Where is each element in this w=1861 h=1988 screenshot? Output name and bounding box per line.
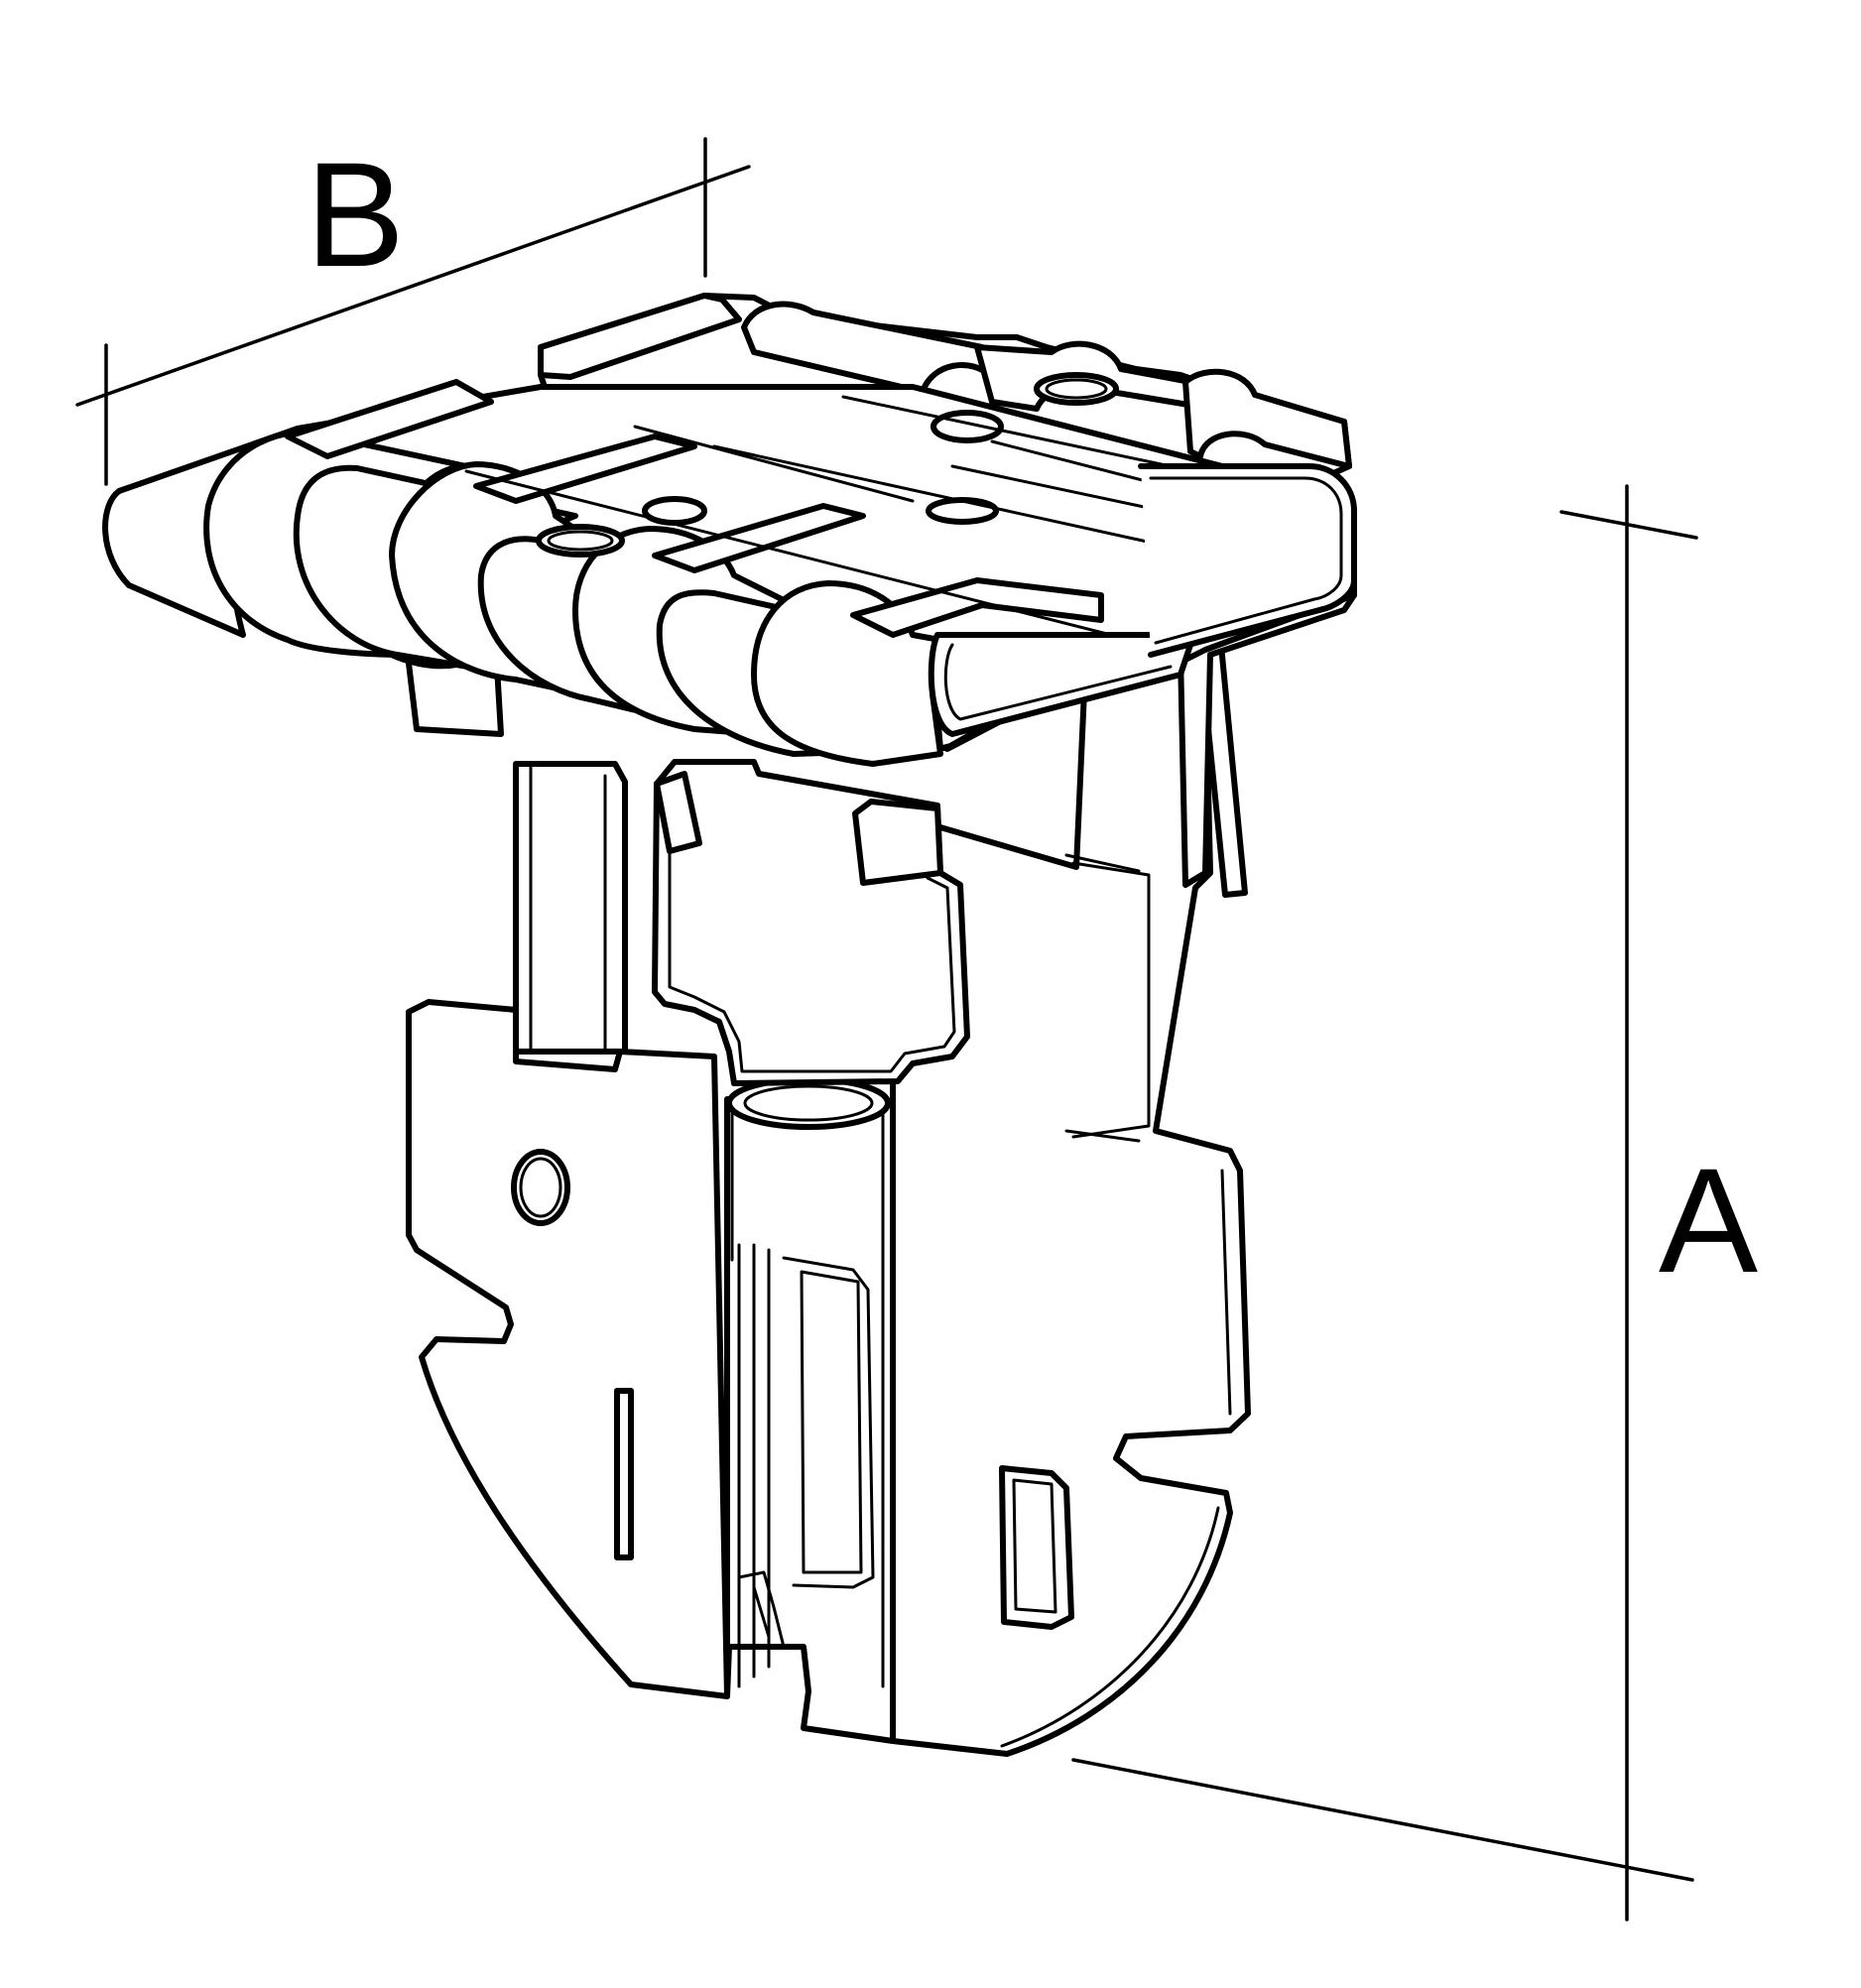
bracket-right-notch [1071,861,1151,1139]
bracket-left-slot [614,1388,634,1560]
strap-front-top-plate-2 [473,434,697,504]
bracket-right-slot [999,1465,1074,1630]
strap-front-top-plate-4 [850,577,1104,638]
dimension-b-label: B [306,131,405,298]
strap-back-plate-4 [1182,368,1352,469]
bracket-left-column [513,761,628,1055]
dimension-a-label: A [1659,1137,1758,1304]
strap-right-loop-inner [1149,476,1343,645]
bracket [404,632,1251,1757]
strap-front-hole-1-inner [547,530,614,552]
bracket-right-slot-inner [1012,1478,1057,1614]
bracket-upper-plate-inner-edge [668,792,956,1073]
strap-front-top-plate-3 [652,503,866,573]
bracket-right-wall-lines [1064,853,1141,1143]
bracket-right-wall [890,642,1251,1757]
bracket-channel-inner-lines [737,1243,875,1688]
strap-back-plate-1 [538,293,742,380]
dimension-a-bottom-extension [1071,1758,1694,1882]
top-strap-assembly [102,293,1357,888]
strap-front-hole-2 [926,497,999,525]
dimension-b-line [75,165,751,407]
bracket-central-channel [724,1096,896,1744]
bracket-left-plate [406,999,730,1699]
strap-end-loop-inner [943,643,1173,721]
strap-right-loop [1138,463,1357,658]
strap-front-top-plate-1 [285,379,494,459]
bracket-boss-inner [743,1084,874,1122]
strap-long-lines [464,395,1321,637]
strap-back-hole-1-inner [1045,378,1108,400]
bracket-left-hole [511,1149,570,1226]
bracket-upper-plate-tab-left [654,771,702,854]
dimension-a: A [1071,484,1758,1922]
bracket-left-column-edge [529,764,607,1054]
bracket-channel-tab [737,1570,786,1649]
bracket-left-hole-inner [519,1157,562,1218]
dimension-a-top-extension [1559,510,1698,540]
bracket-upper-plate-tab-right [852,799,943,886]
dimension-b: B [75,131,751,486]
